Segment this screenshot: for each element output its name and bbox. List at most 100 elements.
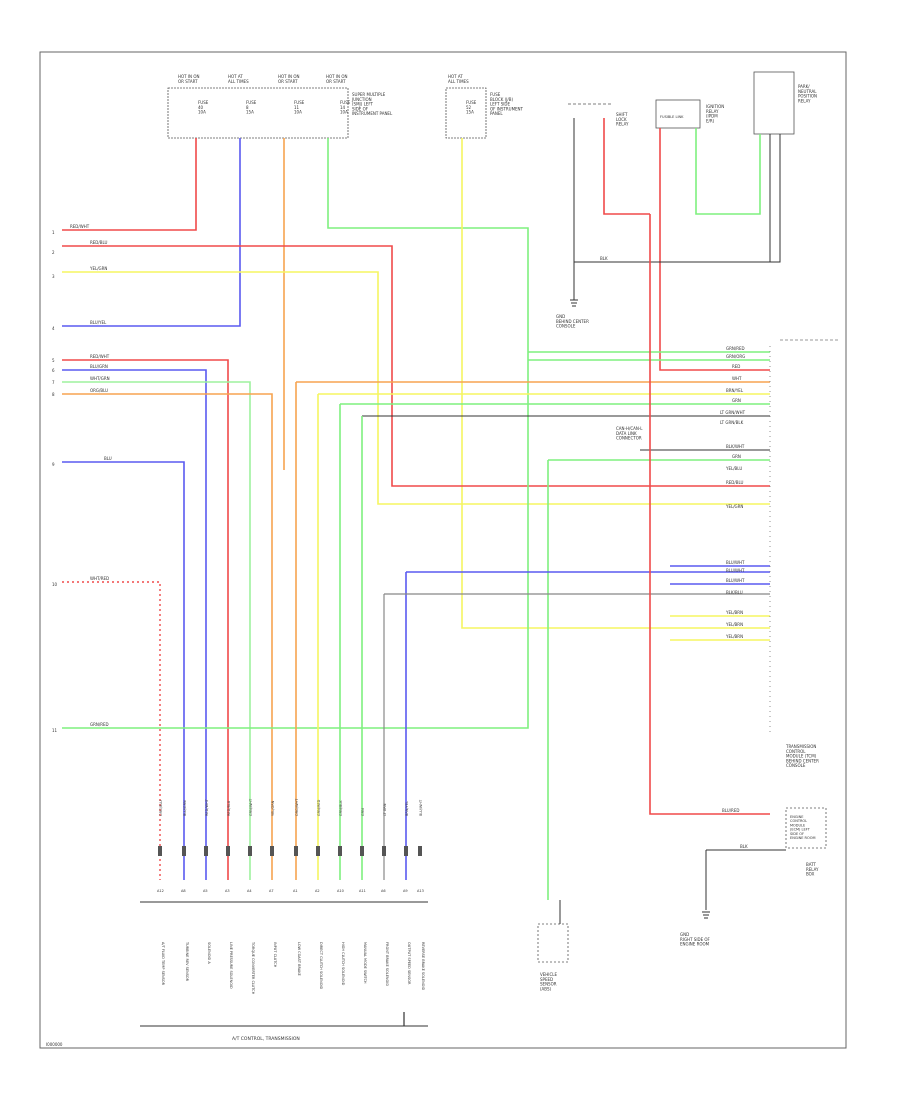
- left-row-10-num: 10: [52, 582, 58, 587]
- right-row-5: BRN/YEL: [726, 388, 744, 393]
- ground-symbol-2: [702, 911, 710, 919]
- tcm-wires: [295, 214, 770, 900]
- connector-pin-label: A9: [403, 889, 408, 893]
- blk-gnd-label: BLK: [600, 256, 608, 261]
- wire-red-out: [649, 214, 770, 815]
- component-label: LINE PRESSURE SOLENOID: [229, 942, 233, 989]
- connector-pin-label: A12: [157, 889, 164, 893]
- left-row-6-num: 6: [52, 368, 55, 373]
- left-row-2-num: 2: [52, 250, 55, 255]
- wire-red-relay: [603, 118, 650, 215]
- left-row-labels: 1 RED/WHT 2 RED/BLU 3 YEL/GRN 4 BLU/YEL …: [52, 224, 112, 733]
- bottom-wire-label: GRN/WHT: [249, 798, 253, 816]
- connector-pin: [338, 846, 342, 856]
- connector-pin-label: A5: [203, 889, 208, 893]
- fuse-box-jb: [445, 87, 487, 139]
- left-row-6-wire: BLU/GRN: [90, 364, 108, 369]
- wire-yel-grn-left: [62, 271, 770, 505]
- left-row-5-num: 5: [52, 358, 55, 363]
- right-row-6: GRN: [732, 398, 741, 403]
- ignition-relay-fusible: FUSIBLE LINK: [660, 115, 684, 119]
- right-row-18: YEL/BRN: [725, 610, 743, 615]
- connector-pin-label: A7: [269, 889, 274, 893]
- right-row-20: YEL/BRN: [725, 634, 743, 639]
- connector-pin-label: A4: [247, 889, 252, 893]
- component-label: INPUT CLUTCH: [273, 942, 277, 968]
- batt-relay-outline: [785, 807, 827, 849]
- left-row-8-wire: ORG/BLU: [90, 388, 108, 393]
- component-label: TORQUE CONVERTER CLUTCH: [251, 941, 255, 995]
- left-row-4-num: 4: [52, 326, 55, 331]
- bottom-wire-label: RED/BLU: [227, 800, 231, 816]
- right-row-15: BLU/WHT: [726, 568, 745, 573]
- bottom-wire-label: GRN/BLK: [339, 800, 343, 816]
- right-row-19: YEL/BRN: [725, 622, 743, 627]
- wire-wht-grn-7: [62, 381, 251, 880]
- wire-org-blu-8: [62, 393, 273, 880]
- wire-black-gnd: [573, 118, 781, 263]
- left-row-7-num: 7: [52, 380, 55, 385]
- bottom-wire-label: ORG/WHT: [295, 798, 299, 816]
- connector-pin-label: A1: [293, 889, 298, 893]
- connector-pin: [204, 846, 208, 856]
- bottom-wire-label: ORG/BLU: [159, 800, 163, 816]
- component-label: SOLENOID A: [207, 942, 211, 964]
- left-row-9-wire: BLU: [104, 456, 112, 461]
- fuse-box-smj: [167, 87, 349, 139]
- right-row-7: LT GRN/WHT: [720, 410, 746, 415]
- connector-pin: [248, 846, 252, 856]
- connector-pin-label: A2: [315, 889, 320, 893]
- bottom-wire-label: GRN/RED: [317, 799, 321, 816]
- right-row-13: YEL/GRN: [725, 504, 743, 509]
- wire-blu-9: [62, 461, 185, 880]
- wire-red-wht-1: [62, 138, 197, 231]
- right-row-14: BLU/WHT: [726, 560, 745, 565]
- connector-pin: [270, 846, 274, 856]
- right-row-17: BLK/BLU: [726, 590, 743, 595]
- bottom-wire-label: RED/WHT: [205, 798, 209, 816]
- left-row-1-wire: RED/WHT: [70, 224, 90, 229]
- right-row-10: GRN: [732, 454, 741, 459]
- connector-pin-label: A8: [181, 889, 186, 893]
- wire-wht-red-10: [62, 581, 161, 880]
- right-row-9: BLK/WHT: [726, 444, 745, 449]
- footer-code: I000000: [46, 1042, 63, 1047]
- right-row-3: RED: [732, 364, 740, 369]
- blk-bottom-label: BLK: [740, 844, 748, 849]
- connector-pin: [226, 846, 230, 856]
- right-row-2: GRN/ORG: [726, 354, 745, 359]
- wire-blu-grn-6: [62, 369, 207, 880]
- wire-yellow-jb: [461, 138, 670, 629]
- wire-red-ignition: [659, 128, 770, 371]
- component-label: LOW COAST BRAKE: [297, 942, 301, 976]
- connector-pin: [404, 846, 408, 856]
- left-row-8-num: 8: [52, 392, 55, 397]
- connector-pin: [158, 846, 162, 856]
- bottom-wire-label: GRN: [361, 808, 365, 816]
- fuse-block-group: [167, 87, 487, 139]
- right-row-11: YEL/BLU: [725, 466, 742, 471]
- connector-pin: [418, 846, 422, 856]
- left-row-3-num: 3: [52, 274, 55, 279]
- wire-green-relay: [695, 128, 761, 215]
